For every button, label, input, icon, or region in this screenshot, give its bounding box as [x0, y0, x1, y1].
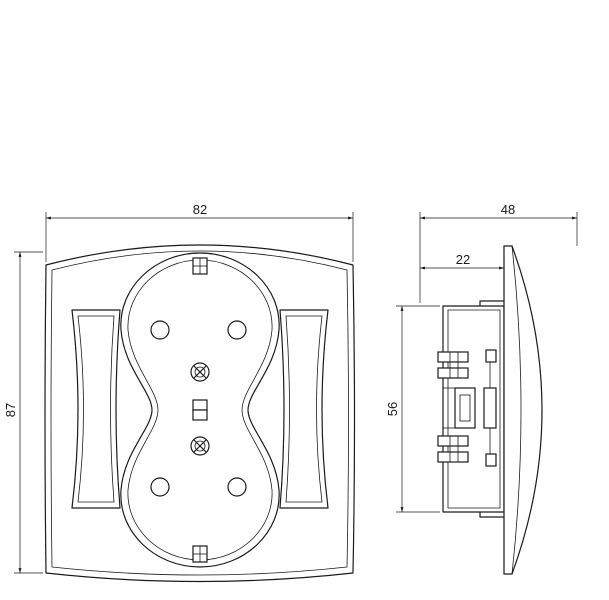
right-key-frame: [279, 309, 329, 509]
front-width-dimension: 82: [45, 202, 354, 262]
side-bottom-tab: [479, 511, 505, 518]
side-depth-label: 48: [501, 202, 515, 217]
side-height-label: 56: [385, 402, 400, 416]
side-cover-edge: [511, 245, 522, 575]
middle-earth-clip-lower: [192, 409, 208, 421]
front-plate-inner-outline: [50, 250, 349, 576]
front-height-label: 87: [3, 403, 18, 417]
side-top-tab: [479, 300, 505, 307]
left-key-frame: [71, 309, 121, 509]
side-cover: [503, 245, 543, 575]
upper-left-pin-hole: [150, 320, 170, 340]
side-offset-label: 22: [456, 252, 470, 267]
upper-right-pin-hole: [227, 320, 247, 340]
upper-screw-icon: [190, 362, 210, 382]
side-offset-dimension: 22: [420, 252, 505, 270]
lower-right-pin-hole: [227, 477, 247, 497]
side-terminals: [437, 349, 497, 467]
side-depth-dimension: 48: [419, 202, 578, 303]
bottom-earth-clip: [192, 545, 208, 563]
front-view: [44, 244, 356, 583]
left-key-inner: [77, 315, 115, 503]
front-plate-outline: [44, 244, 356, 583]
middle-earth-clip-upper: [192, 399, 208, 411]
side-view: [437, 245, 543, 575]
top-earth-clip: [192, 257, 208, 275]
side-height-dimension: 56: [385, 305, 440, 513]
front-height-dimension: 87: [3, 251, 43, 574]
lower-left-pin-hole: [150, 477, 170, 497]
right-key-inner: [285, 315, 323, 503]
front-width-label: 82: [193, 202, 207, 217]
lower-screw-icon: [190, 436, 210, 456]
